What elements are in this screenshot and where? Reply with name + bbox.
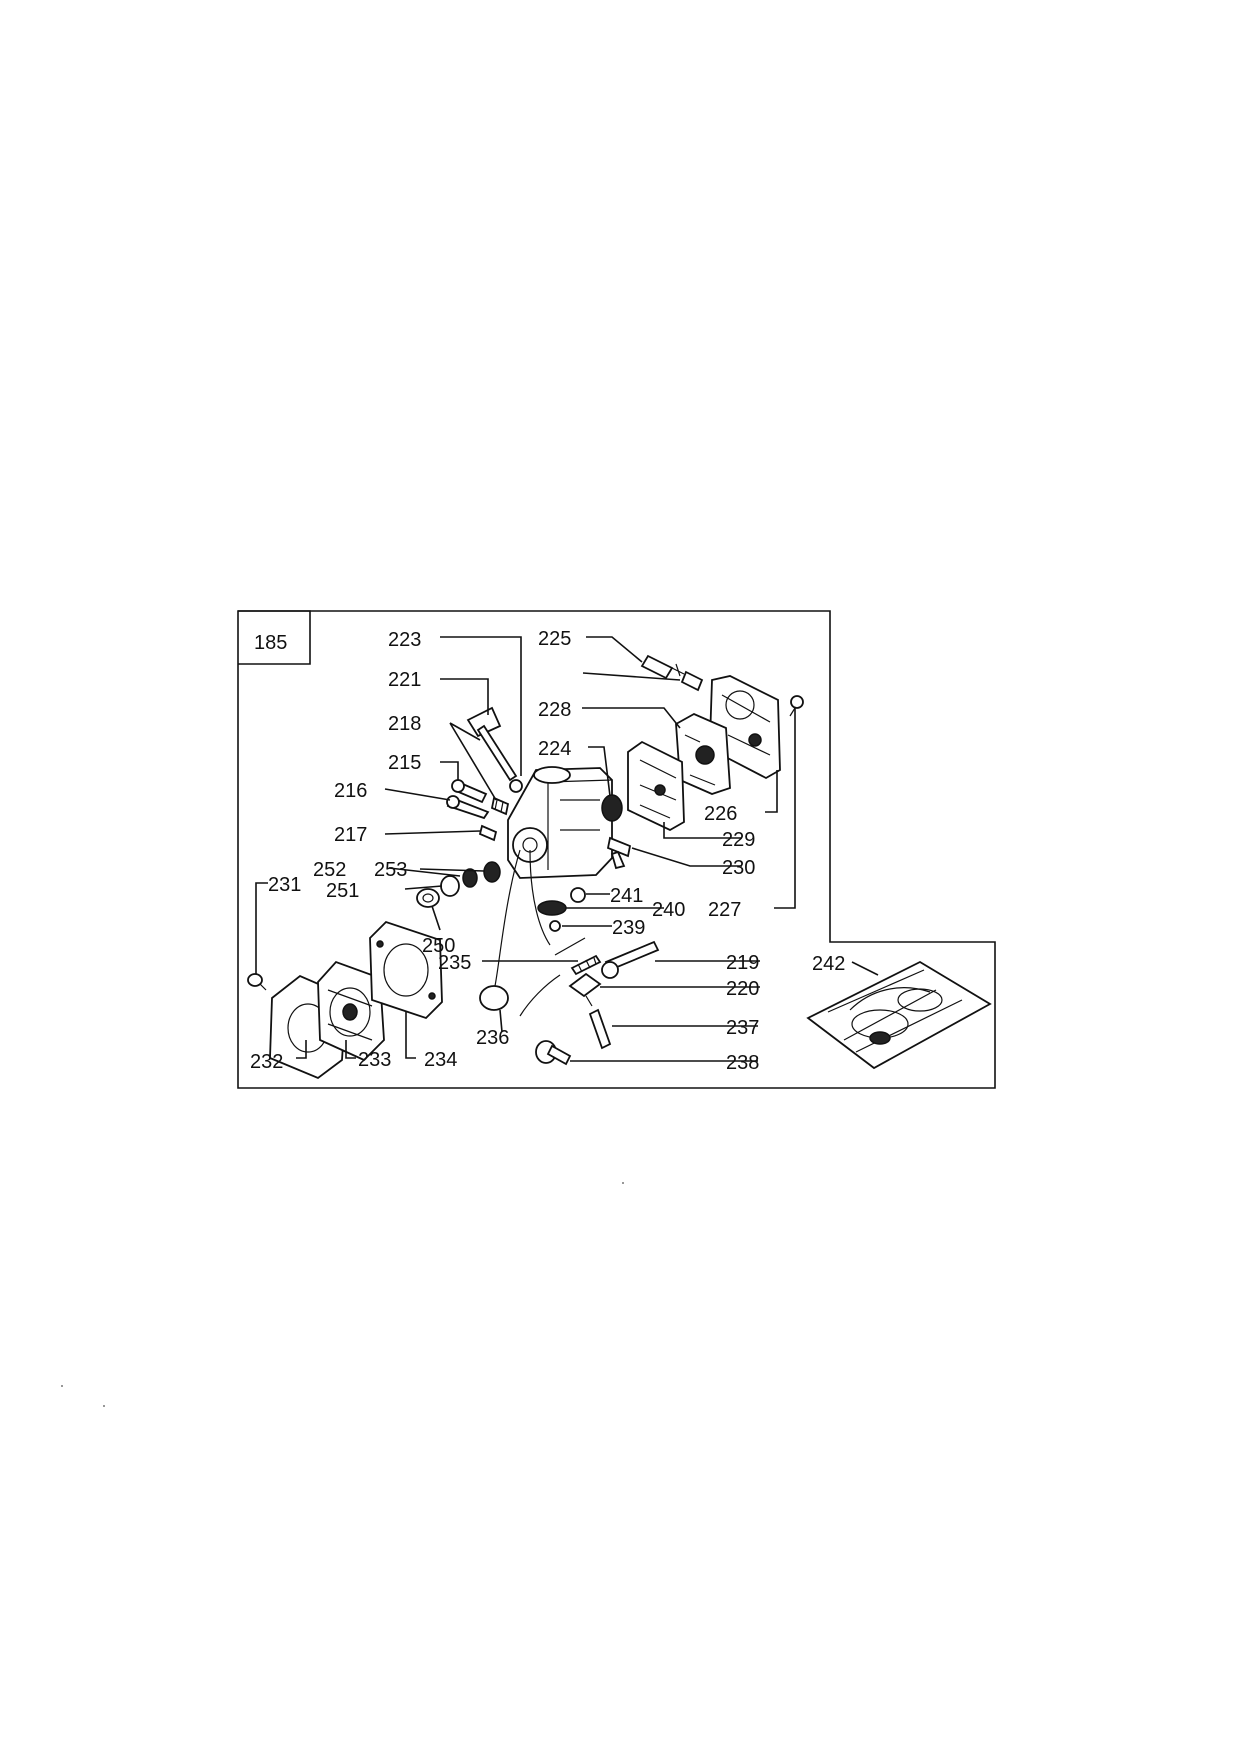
- spring-218: [490, 796, 510, 816]
- gasket-228: [675, 712, 731, 795]
- label-226: 226: [704, 803, 737, 825]
- leader-lines: [255, 636, 879, 1062]
- label-228: 228: [538, 699, 571, 721]
- part-252: [462, 868, 478, 888]
- label-216: 216: [334, 780, 367, 802]
- label-220: 220: [726, 978, 759, 1000]
- label-225: 225: [538, 628, 571, 650]
- screen-253: [483, 861, 501, 883]
- part-251: [440, 875, 460, 897]
- label-234: 234: [424, 1049, 457, 1071]
- label-242: 242: [812, 953, 845, 975]
- fitting-230: [606, 836, 632, 870]
- label-237: 237: [726, 1017, 759, 1039]
- part-250: [416, 888, 440, 908]
- label-230: 230: [722, 857, 755, 879]
- label-235: 235: [438, 952, 471, 974]
- label-250: 250: [422, 935, 455, 957]
- needle-219: [601, 940, 660, 979]
- figure-number-box: [238, 610, 311, 665]
- label-252: 252: [313, 859, 346, 881]
- pin-237: [588, 1008, 612, 1050]
- screw-231: [247, 973, 267, 991]
- spring-225: [680, 670, 704, 692]
- label-219: 219: [726, 952, 759, 974]
- scan-speck: [622, 1182, 624, 1184]
- label-221: 221: [388, 669, 421, 691]
- spring-235: [570, 954, 602, 976]
- label-224: 224: [538, 738, 571, 760]
- filter-screen-224: [601, 794, 623, 822]
- screw-239: [549, 920, 561, 932]
- label-232: 232: [250, 1051, 283, 1073]
- label-239: 239: [612, 917, 645, 939]
- throttle-plate-221: [466, 706, 523, 793]
- screw-225: [640, 654, 685, 680]
- label-218: 218: [388, 713, 421, 735]
- part-241: [570, 887, 586, 903]
- scan-speck: [61, 1385, 63, 1387]
- label-217: 217: [334, 824, 367, 846]
- diaphragm-229: [627, 740, 685, 832]
- diaphragm-233: [317, 960, 385, 1062]
- needle-216: [446, 795, 490, 820]
- diaphragm-236: [479, 849, 586, 1017]
- label-241: 241: [610, 885, 643, 907]
- screw-238: [535, 1040, 572, 1066]
- gasket-kit-242: [806, 960, 992, 1070]
- label-251: 251: [326, 880, 359, 902]
- label-223: 223: [388, 629, 421, 651]
- diagram-frame: [237, 610, 996, 1089]
- label-253: 253: [374, 859, 407, 881]
- part-labels: 223 221 218 215 216 217 253 252 251 250 …: [250, 628, 845, 1074]
- lever-220: [568, 972, 602, 1007]
- scan-speck: [103, 1405, 105, 1407]
- spring-217: [478, 824, 498, 842]
- label-231: 231: [268, 874, 301, 896]
- label-227: 227: [708, 899, 741, 921]
- label-236: 236: [476, 1027, 509, 1049]
- screw-215: [451, 779, 488, 804]
- washer-240: [537, 900, 567, 916]
- figure-number: 185: [254, 632, 287, 654]
- gasket-234: [369, 920, 443, 1020]
- label-238: 238: [726, 1052, 759, 1074]
- screw-227: [789, 695, 804, 717]
- label-240: 240: [652, 899, 685, 921]
- carburetor-body: [507, 766, 613, 879]
- label-229: 229: [722, 829, 755, 851]
- label-233: 233: [358, 1049, 391, 1071]
- label-215: 215: [388, 752, 421, 774]
